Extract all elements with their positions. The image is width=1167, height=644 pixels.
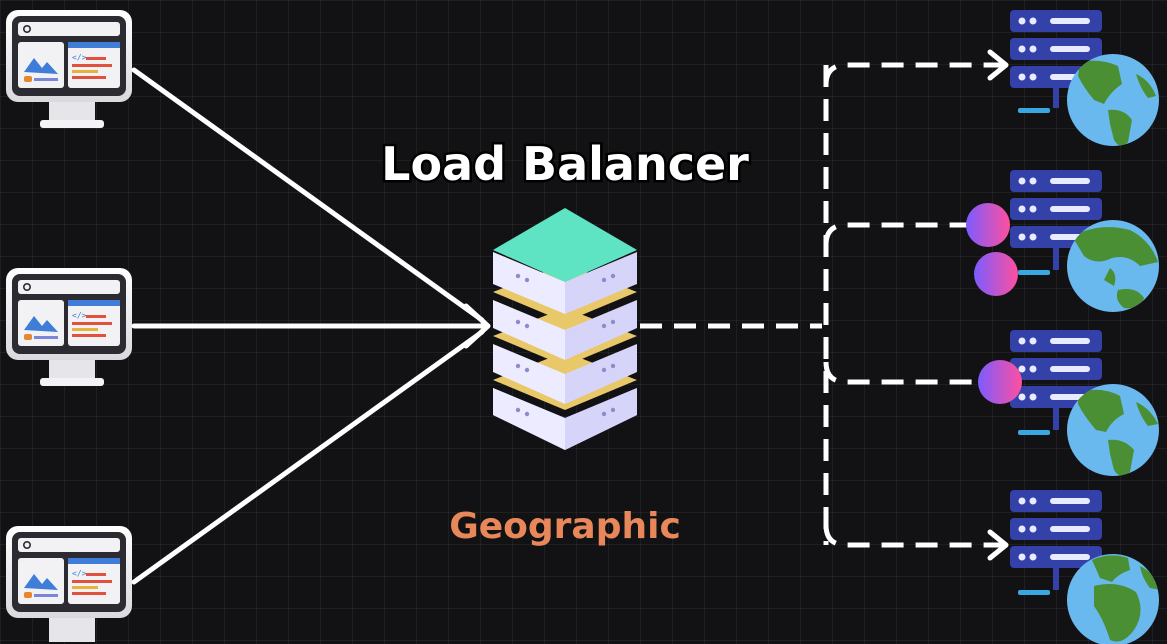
request-dot: [978, 360, 1022, 404]
lb-layer-2: [493, 300, 637, 360]
lb-layer-1: [493, 252, 637, 314]
request-dot: [966, 203, 1010, 247]
arrowhead-lb: [463, 303, 491, 349]
connector-client-1: [131, 67, 485, 323]
lb-layer-4: [493, 388, 637, 450]
connector-server-1: [823, 62, 1004, 86]
client-connectors: [131, 67, 491, 585]
lb-layer-3: [493, 344, 637, 404]
connector-server-4: [823, 524, 1004, 548]
server-2: [966, 170, 1159, 312]
server-connectors: [640, 62, 1004, 548]
client-1: </>: [6, 10, 132, 128]
svg-text:</>: </>: [72, 311, 87, 320]
client-3: </>: [6, 526, 132, 642]
connector-server-3: [823, 361, 990, 385]
desktop-browser-icon: </>: [6, 268, 132, 386]
svg-text:</>: </>: [72, 53, 87, 62]
connector-client-3: [131, 329, 485, 585]
globe-asia-australia-icon: [1067, 220, 1159, 312]
globe-americas-icon: [1067, 54, 1159, 146]
diagram-subtitle: Geographic: [449, 506, 681, 547]
globe-americas-icon: [1067, 384, 1159, 476]
client-2: </>: [6, 268, 132, 386]
globe-europe-africa-icon: [1067, 554, 1159, 644]
lb-top-face: [493, 208, 637, 282]
arrowheads: [987, 49, 1009, 561]
desktop-browser-icon: </>: [6, 526, 132, 642]
server-3: [978, 330, 1159, 476]
arrowhead-server-4: [987, 529, 1009, 561]
server-1: [1010, 10, 1159, 146]
request-dot: [974, 252, 1018, 296]
svg-text:</>: </>: [72, 569, 87, 578]
desktop-browser-icon: </>: [6, 10, 132, 128]
diagram-title: Load Balancer: [381, 137, 749, 191]
load-balancer-stack-icon: [493, 208, 637, 450]
connector-server-2: [823, 222, 970, 246]
arrowhead-server-1: [987, 49, 1009, 81]
server-4: [1010, 490, 1159, 644]
server-rack-icon: [1010, 490, 1102, 595]
